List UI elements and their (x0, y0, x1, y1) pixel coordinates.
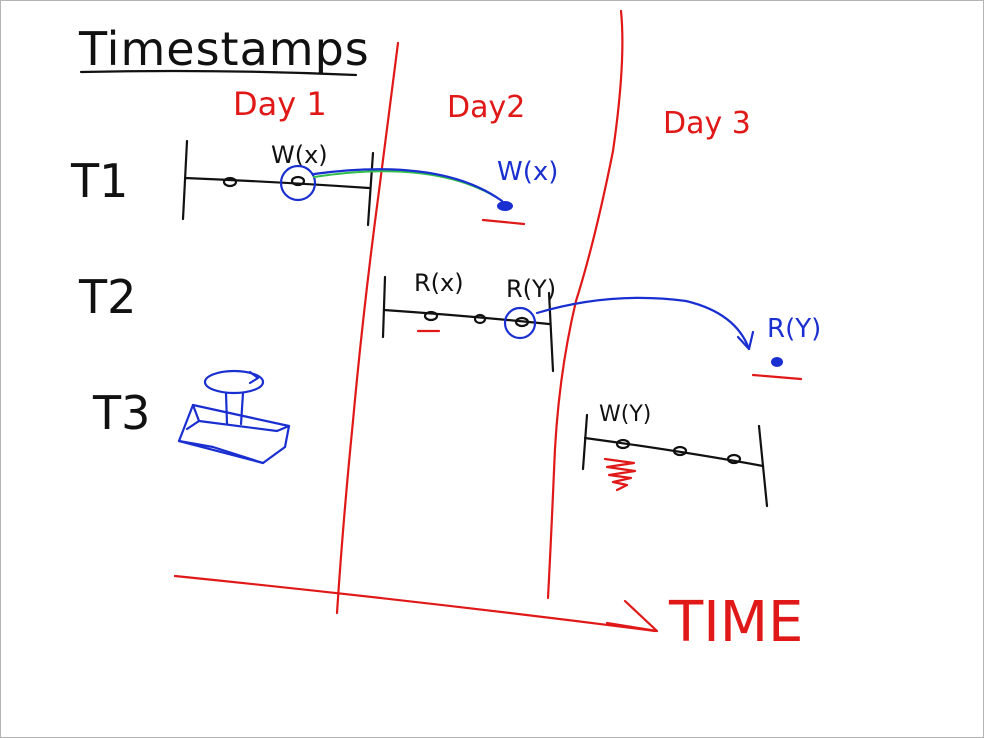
title-underline (79, 69, 358, 77)
transaction-label-t3: T3 (92, 386, 150, 440)
t1-write-dot (497, 201, 513, 211)
time-axis-line (173, 574, 657, 633)
t1-move-arrow (312, 168, 504, 203)
t1-write-op: W(x) (271, 141, 328, 169)
day-label-1: Day 1 (233, 85, 327, 123)
timestamp-stamp-icon (177, 369, 291, 465)
day-label-3: Day 3 (663, 106, 751, 141)
t2-read-y-highlight (503, 306, 537, 340)
t2-read-x-op: R(x) (414, 269, 464, 297)
transaction-label-t1: T1 (70, 154, 128, 208)
t2-read-y-op: R(Y) (506, 275, 556, 303)
t3-write-y-op: W(Y) (599, 402, 651, 427)
time-axis-arrowhead (605, 599, 659, 633)
t2-read-y-op-moved: R(Y) (767, 314, 821, 344)
day-label-2: Day2 (447, 90, 525, 125)
t2-move-arrow (535, 296, 751, 351)
page-title: Timestamps (78, 22, 370, 76)
t1-write-highlight (279, 164, 317, 202)
t1-timeline (181, 139, 375, 227)
t3-timeline (581, 413, 769, 508)
t2-timeline (381, 275, 555, 373)
t2-read-y-dot (771, 357, 783, 367)
t3-scribble (603, 457, 637, 492)
time-axis-label: TIME (668, 590, 803, 655)
transaction-label-t2: T2 (78, 270, 136, 324)
t1-write-underline (481, 218, 526, 226)
t2-read-y-underline (751, 373, 803, 381)
t1-write-op-moved: W(x) (497, 157, 558, 187)
day-divider-2 (546, 9, 624, 600)
t2-move-arrowhead (736, 330, 755, 351)
day-divider-1 (335, 41, 400, 615)
